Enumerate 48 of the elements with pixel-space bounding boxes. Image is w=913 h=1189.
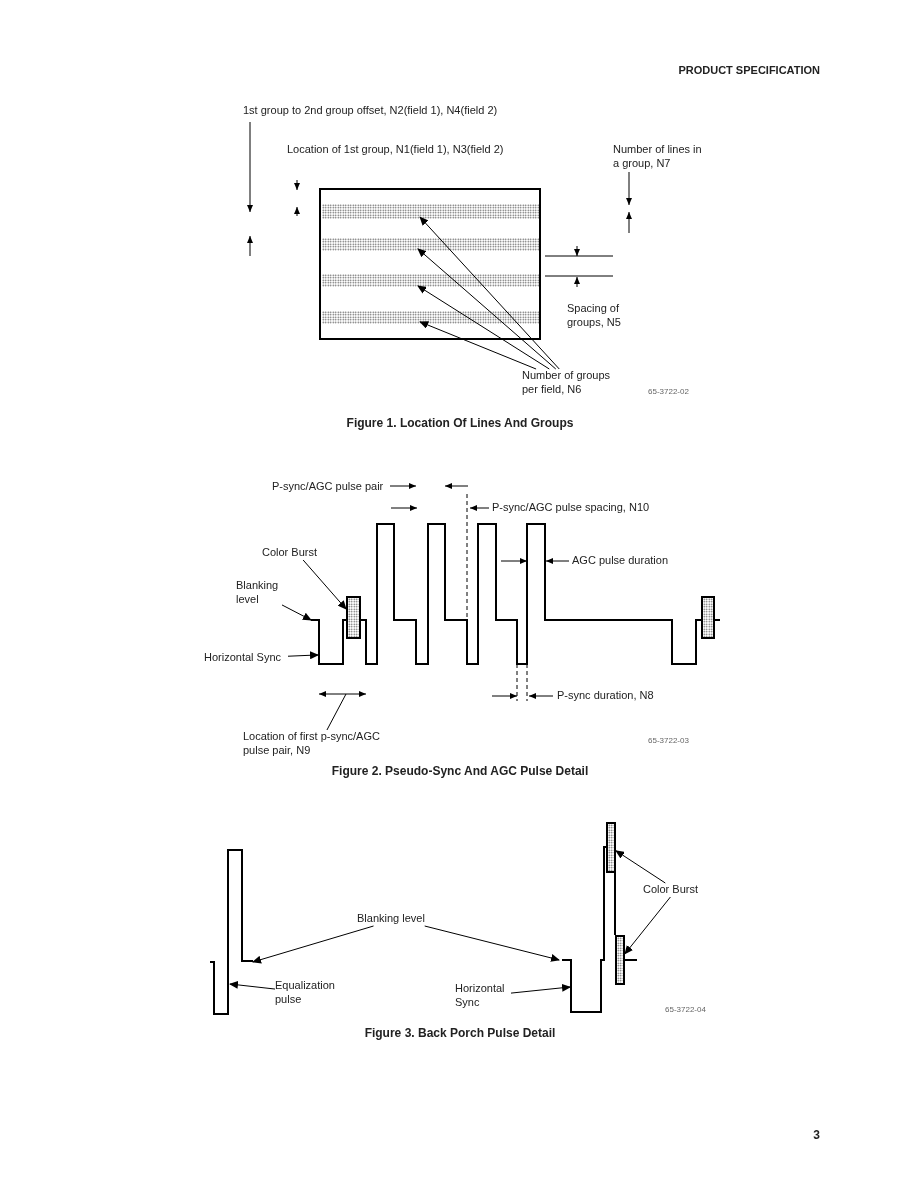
leader-line [615, 850, 666, 884]
line-group-stripe [322, 311, 539, 324]
callout-text: Number of groups per field, N6 [522, 369, 612, 397]
page-number: 3 [812, 1128, 820, 1143]
annotation-text: Spacing of groups, N5 [567, 302, 622, 330]
annotation-text: P-sync/AGC pulse spacing, N10 [492, 501, 651, 515]
annotation-text: Location of 1st group, N1(field 1), N3(field 2) [287, 143, 505, 157]
callout-text: Blanking level [357, 912, 426, 926]
leader-line [229, 980, 276, 990]
leader-line [287, 651, 319, 660]
figure-code: 65-3722-03 [648, 736, 690, 746]
color-burst-block [701, 596, 715, 639]
line-group-stripe [322, 204, 539, 219]
leader-line [624, 896, 671, 955]
color-burst-block [615, 935, 625, 985]
callout-text: Location of first p-sync/AGC pulse pair, N9 [243, 730, 381, 758]
callout-text: Color Burst [643, 883, 700, 897]
callout-text: Horizontal Sync [204, 651, 283, 665]
figure-caption: Figure 3. Back Porch Pulse Detail [363, 1026, 557, 1041]
figure-caption: Figure 2. Pseudo-Sync And AGC Pulse Detail [330, 764, 590, 779]
leader-line [326, 693, 347, 731]
page-header: PRODUCT SPECIFICATION [677, 64, 820, 78]
leader-line [510, 983, 571, 994]
figure-code: 65-3722-02 [648, 387, 690, 397]
leader-line [417, 248, 557, 370]
color-burst-block [346, 596, 361, 639]
callout-text: Equalization pulse [275, 979, 336, 1007]
leader-line [281, 604, 312, 621]
annotation-text: P-sync/AGC pulse pair [272, 480, 385, 494]
annotation-text: Number of lines in a group, N7 [613, 143, 703, 171]
callout-text: Horizontal Sync [455, 982, 506, 1010]
leader-line [419, 321, 537, 370]
line-group-stripe [322, 238, 539, 251]
annotation-text: 1st group to 2nd group offset, N2(field 1), N4(field 2) [243, 104, 499, 118]
annotation-text: AGC pulse duration [572, 554, 669, 568]
callout-text: Color Burst [262, 546, 319, 560]
annotation-text: P-sync duration, N8 [557, 689, 655, 703]
leader-line [417, 285, 550, 370]
leader-line [252, 925, 374, 964]
leader-line [302, 559, 347, 610]
leader-line [424, 925, 560, 962]
figure-code: 65-3722-04 [665, 1005, 707, 1015]
field-frame [319, 188, 541, 340]
line-group-stripe [322, 274, 539, 287]
leader-line [419, 216, 560, 370]
figure-caption: Figure 1. Location Of Lines And Groups [345, 416, 575, 431]
callout-text: Blanking level [236, 579, 280, 607]
color-burst-block [606, 822, 616, 873]
